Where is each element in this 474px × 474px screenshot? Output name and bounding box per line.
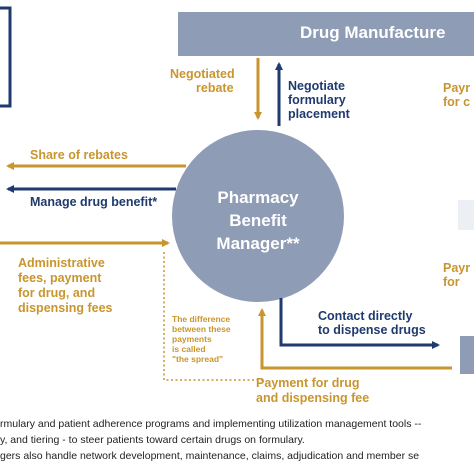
spread-note-line5: "the spread" <box>172 354 224 364</box>
negotiated-rebate-line1: Negotiated <box>170 67 235 81</box>
pbm-label-line1: Pharmacy <box>217 188 299 207</box>
right-top-box <box>458 200 474 230</box>
spread-note-line4: is called <box>172 344 206 354</box>
admin-fees-line3: for drug, and <box>18 286 96 300</box>
spread-note-line2: between these <box>172 324 231 334</box>
right-mid-label-line1: Payr <box>443 261 471 275</box>
right-top-label-line1: Payr <box>443 81 471 95</box>
spread-note-line1: The difference <box>172 314 231 324</box>
negotiate-formulary-line3: placement <box>288 107 350 121</box>
contact-pharmacy-line1: Contact directly <box>318 309 413 323</box>
spread-note-line3: payments <box>172 334 212 344</box>
negotiate-formulary-line1: Negotiate <box>288 79 345 93</box>
admin-fees-line1: Administrative <box>18 256 105 270</box>
right-mid-label-line2: for <box>443 275 460 289</box>
manage-drug-benefit-label: Manage drug benefit* <box>30 195 158 209</box>
admin-fees-line2: fees, payment <box>18 271 102 285</box>
pbm-label-line3: Manager** <box>216 234 300 253</box>
footnote-line2: y, and tiering - to steer patients towar… <box>0 434 305 446</box>
payment-pharmacy-line2: and dispensing fee <box>256 391 370 405</box>
footnote-line3: gers also handle network development, ma… <box>0 450 420 462</box>
admin-fees-line4: dispensing fees <box>18 301 113 315</box>
negotiated-rebate-line2: rebate <box>196 81 234 95</box>
contact-pharmacy-arrow <box>279 298 440 349</box>
drug-manufacturer-box <box>178 12 474 56</box>
pbm-label-line2: Benefit <box>229 211 287 230</box>
pbm-circle <box>172 130 344 302</box>
spread-dotted-bracket <box>163 252 262 381</box>
right-top-label-line2: for c <box>443 95 471 109</box>
contact-pharmacy-line2: to dispense drugs <box>318 323 426 337</box>
payment-pharmacy-line1: Payment for drug <box>256 376 360 390</box>
pharmacy-box <box>460 336 474 374</box>
payment-pharmacy-arrow <box>258 308 452 370</box>
drug-manufacturer-label: Drug Manufacture <box>300 23 446 42</box>
health-plan-box <box>0 6 12 108</box>
footnote-line1: rmulary and patient adherence programs a… <box>0 418 422 430</box>
negotiate-formulary-line2: formulary <box>288 93 346 107</box>
share-of-rebates-label: Share of rebates <box>30 148 128 162</box>
